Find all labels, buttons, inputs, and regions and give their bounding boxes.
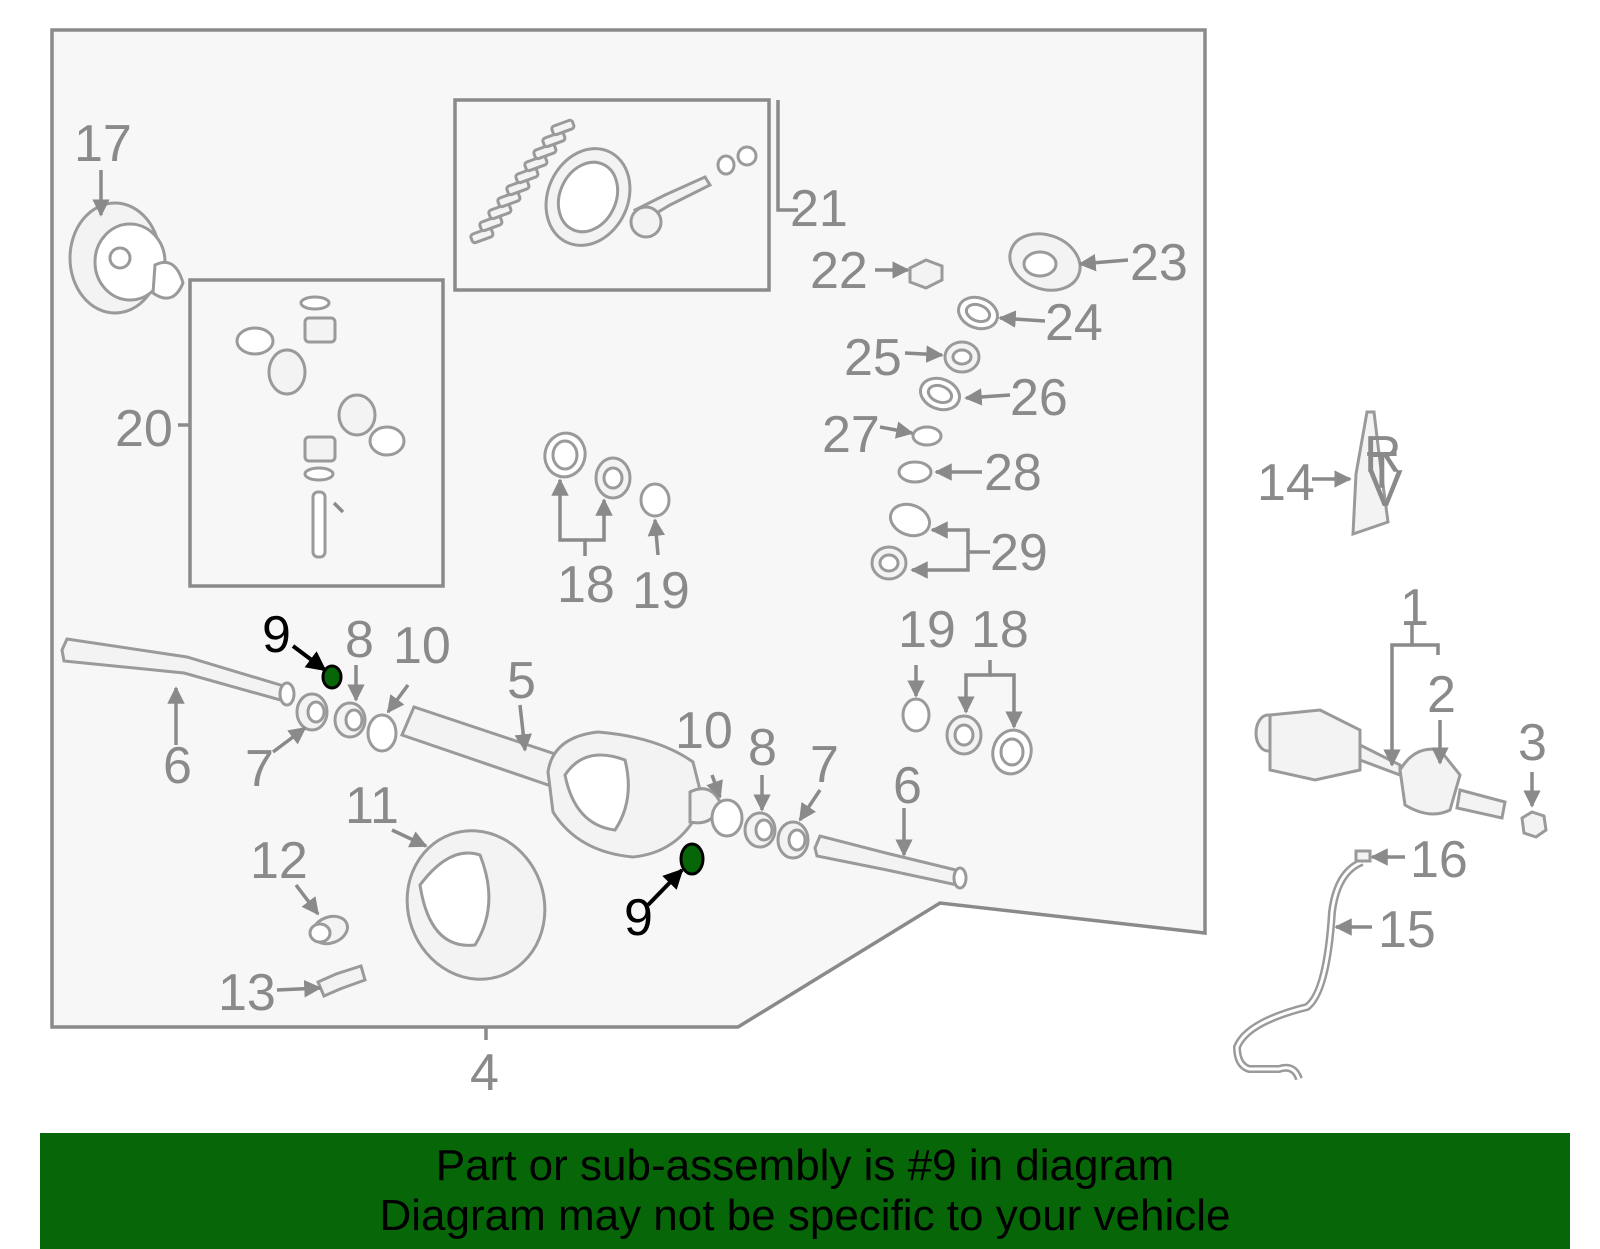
callout-7-left: 7 xyxy=(245,740,274,798)
rtv-letter-r: R xyxy=(1364,426,1402,484)
ring-gear-bolt xyxy=(532,142,558,161)
carrier-shim-lower[interactable] xyxy=(901,697,931,733)
ring-gear-bolt xyxy=(487,202,513,221)
callout-18-upper: 18 xyxy=(557,556,615,614)
axle-shaft-left[interactable] xyxy=(60,637,296,707)
rtv-letter-t: T xyxy=(1366,442,1398,500)
callout-10-left: 10 xyxy=(393,617,451,675)
callout-10-right: 10 xyxy=(675,702,733,760)
inner-pinion-bearing-kit[interactable] xyxy=(870,499,934,581)
info-banner: Part or sub-assembly is #9 in diagram Di… xyxy=(40,1133,1570,1249)
carrier-bearing-lower[interactable] xyxy=(945,714,1036,778)
ring-gear-bolt xyxy=(496,190,522,209)
callout-19-upper: 19 xyxy=(632,562,690,620)
cv-shaft-assembly[interactable] xyxy=(1254,708,1507,820)
callout-2: 2 xyxy=(1427,666,1456,724)
pinion-nut[interactable] xyxy=(908,258,944,290)
callout-4: 4 xyxy=(470,1044,499,1102)
ring-gear-bolt xyxy=(478,214,504,233)
ring-and-pinion-gears[interactable] xyxy=(469,118,758,259)
callout-8-left: 8 xyxy=(345,611,374,669)
callout-labels: 17 21 20 22 23 24 25 26 27 28 29 18 19 1… xyxy=(74,115,1547,1102)
axle-housing[interactable] xyxy=(399,705,722,859)
callout-9-upper: 9 xyxy=(262,606,291,664)
banner-line-1: Part or sub-assembly is #9 in diagram xyxy=(435,1141,1175,1190)
cover-bolt[interactable] xyxy=(316,964,367,998)
callout-5: 5 xyxy=(507,652,536,710)
callout-6-right: 6 xyxy=(893,757,922,815)
axle-bearing-right[interactable] xyxy=(776,820,810,860)
callout-7-right: 7 xyxy=(810,736,839,794)
differential-gears[interactable] xyxy=(235,295,406,559)
pinion-flange[interactable] xyxy=(1002,224,1088,299)
carrier-bearing-upper[interactable] xyxy=(540,429,632,500)
callout-19-lower: 19 xyxy=(898,601,956,659)
callout-15: 15 xyxy=(1378,901,1436,959)
differential-cover[interactable] xyxy=(386,811,565,998)
callout-13: 13 xyxy=(218,964,276,1022)
callout-6-left: 6 xyxy=(163,737,192,795)
carrier-shim-upper[interactable] xyxy=(639,482,671,518)
callout-1: 1 xyxy=(1400,579,1429,637)
axle-seal-left[interactable] xyxy=(333,701,367,739)
ring-gear-bolt xyxy=(514,166,540,185)
banner-line-2: Diagram may not be specific to your vehi… xyxy=(379,1191,1231,1240)
o-ring-left[interactable] xyxy=(366,713,398,753)
callout-22: 22 xyxy=(810,242,868,300)
callout-20: 20 xyxy=(115,400,173,458)
pinion-spacer[interactable] xyxy=(911,425,943,447)
callout-25: 25 xyxy=(844,329,902,387)
axle-bearing-left[interactable] xyxy=(295,692,329,732)
leader-lines xyxy=(92,100,1541,1040)
callout-16: 16 xyxy=(1410,831,1468,889)
ring-gear-bolt xyxy=(505,178,531,197)
callout-9-lower: 9 xyxy=(624,889,653,947)
differential-case[interactable] xyxy=(68,201,185,315)
abs-sensor-harness[interactable] xyxy=(1232,849,1372,1081)
axle-nut[interactable] xyxy=(1520,810,1548,839)
callout-17: 17 xyxy=(74,115,132,173)
o-ring-right[interactable] xyxy=(710,798,744,838)
callout-14: 14 xyxy=(1257,454,1315,512)
callout-24: 24 xyxy=(1045,294,1103,352)
callout-3: 3 xyxy=(1518,714,1547,772)
callout-26: 26 xyxy=(1010,369,1068,427)
rtv-letter-v: V xyxy=(1368,460,1403,518)
callout-18-lower: 18 xyxy=(971,601,1029,659)
callout-23: 23 xyxy=(1130,234,1188,292)
fill-plug[interactable] xyxy=(308,912,352,949)
ring-gear-bolt xyxy=(469,226,495,245)
outer-pinion-race[interactable] xyxy=(916,373,964,415)
outer-pinion-bearing[interactable] xyxy=(943,340,981,374)
highlighted-part-9-lower[interactable] xyxy=(679,842,705,876)
highlighted-part-9-upper[interactable] xyxy=(321,664,343,690)
axle-seal-right[interactable] xyxy=(743,811,777,849)
pinion-seal[interactable] xyxy=(954,292,1002,334)
callout-27: 27 xyxy=(822,406,880,464)
callout-12: 12 xyxy=(250,832,308,890)
ring-gear-bolt xyxy=(541,130,567,149)
callout-8-right: 8 xyxy=(748,719,777,777)
ring-gear-bolt xyxy=(550,118,576,137)
callout-29: 29 xyxy=(990,524,1048,582)
callout-28: 28 xyxy=(984,444,1042,502)
axle-shaft-right[interactable] xyxy=(813,834,968,890)
ring-gear-bolt xyxy=(523,154,549,173)
rtv-sealant-tube[interactable]: R T V xyxy=(1351,410,1403,537)
callout-11: 11 xyxy=(345,777,399,835)
callout-21: 21 xyxy=(790,180,848,238)
pinion-shim[interactable] xyxy=(897,460,933,484)
